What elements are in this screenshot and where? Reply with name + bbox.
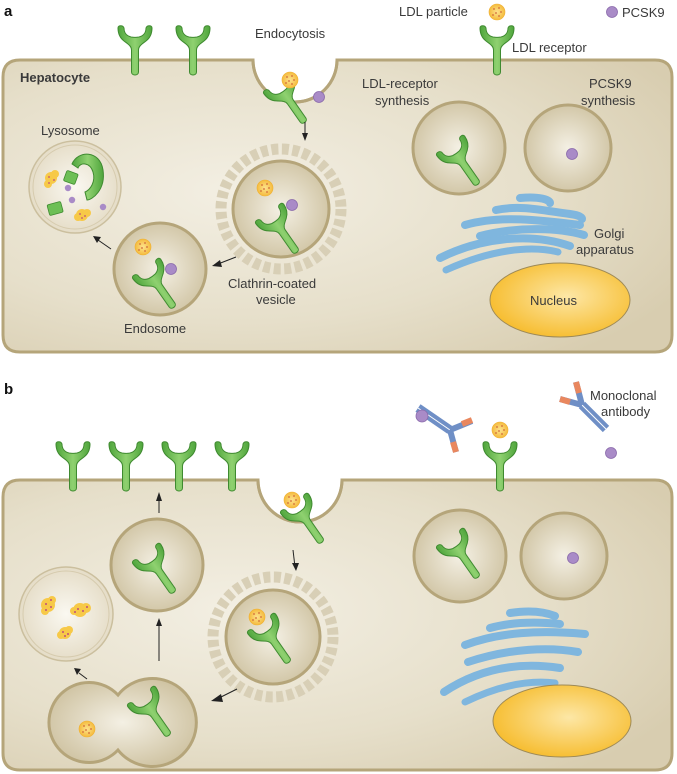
nucleus-label: Nucleus — [530, 293, 577, 308]
hepatocyte-label: Hepatocyte — [20, 70, 90, 85]
pcsk9-synthesis-vesicle — [519, 511, 609, 601]
pcsk9-legend-icon — [606, 6, 618, 18]
pcsk9-icon — [313, 91, 325, 103]
pcsk9-legend-label: PCSK9 — [622, 5, 665, 20]
ldlr-synthesis-vesicle — [411, 100, 507, 196]
clathrin-coated-vesicle — [207, 571, 339, 703]
endosome — [112, 221, 208, 318]
panel-a-label: a — [4, 3, 13, 20]
antibody-free — [559, 381, 610, 433]
pcsk9-synthesis-label-line1: PCSK9 — [589, 76, 632, 91]
ldl-receptor-label: LDL receptor — [512, 40, 587, 55]
arrow-to-endosome — [212, 256, 237, 267]
clathrin-label-line1: Clathrin-coated — [228, 276, 316, 291]
clathrin-coated-vesicle — [215, 143, 347, 275]
nucleus — [489, 262, 631, 338]
recycling-vesicle — [109, 517, 205, 613]
endocytosis-pocket-b — [260, 481, 340, 511]
arrow-to-lysosome — [74, 668, 88, 680]
ldlr-synthesis-label-line2: synthesis — [375, 93, 430, 108]
arrow-up-to-surface — [156, 492, 162, 513]
ldlr-synthesis-vesicle — [412, 508, 508, 604]
antibody-bound-pcsk9 — [415, 404, 474, 453]
ldlr-synthesis-label-line1: LDL-receptor — [362, 76, 439, 91]
endocytosis-label: Endocytosis — [255, 26, 326, 41]
arrow-down — [302, 122, 308, 141]
nucleus — [492, 684, 632, 758]
ldl-particle-icon — [283, 491, 301, 509]
arrow-to-endosome — [211, 688, 238, 702]
golgi-label-line1: Golgi — [594, 226, 624, 241]
lysosome — [28, 140, 122, 234]
antibody-label-line1: Monoclonal — [590, 388, 657, 403]
golgi-apparatus — [436, 193, 588, 274]
pcsk9-synthesis-vesicle — [523, 103, 613, 193]
golgi-label-line2: apparatus — [576, 242, 634, 257]
arrow-down — [292, 549, 299, 571]
lysosome — [18, 566, 114, 662]
ldl-particle-label: LDL particle — [399, 4, 468, 19]
golgi-apparatus — [440, 607, 589, 706]
clathrin-label-line2: vesicle — [256, 292, 296, 307]
lysosome-label: Lysosome — [41, 123, 100, 138]
panel-b-label: b — [4, 381, 13, 398]
antibody-label-line2: antibody — [601, 404, 651, 419]
arrow-up-to-recycling — [156, 618, 162, 661]
endosome-label: Endosome — [124, 321, 186, 336]
pcsk9-free-icon — [605, 447, 617, 459]
ldl-particle-icon — [281, 71, 299, 89]
pcsk9-synthesis-label-line2: synthesis — [581, 93, 636, 108]
ldl-particle-icon — [488, 3, 506, 21]
sorting-endosome — [47, 677, 198, 768]
arrow-to-lysosome — [93, 236, 112, 250]
